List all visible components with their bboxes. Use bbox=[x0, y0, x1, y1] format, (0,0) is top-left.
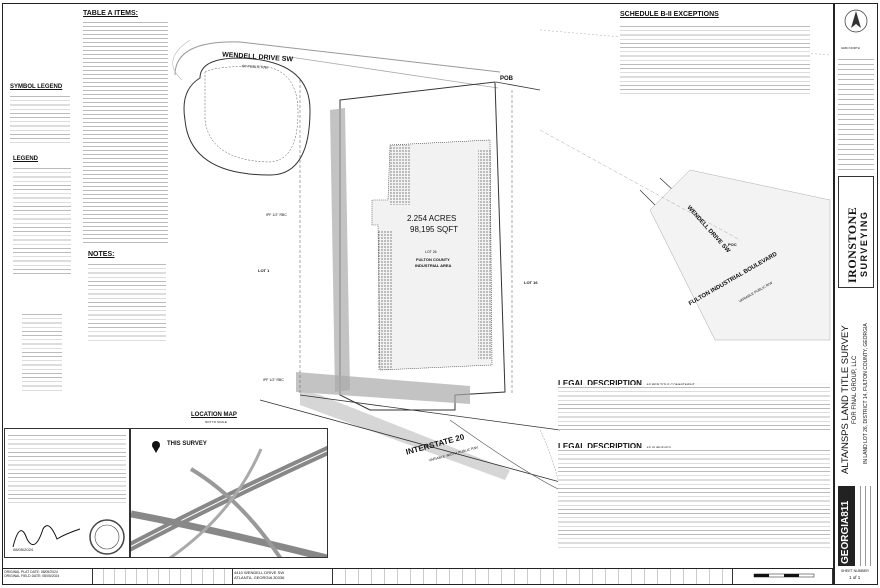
north-label: GRID NORTH bbox=[841, 46, 860, 50]
ipf-label-2: IPF 1/2" RBC bbox=[263, 378, 284, 382]
georgia811-logo: GEORGIA811 bbox=[840, 500, 851, 564]
georgia811-text bbox=[857, 486, 873, 566]
logo-box: IRONSTONE SURVEYING bbox=[838, 176, 874, 288]
legend-list bbox=[13, 166, 71, 276]
owner-line2: INDUSTRIAL AREA bbox=[415, 263, 452, 268]
legal-text-2 bbox=[558, 448, 830, 548]
legal-heading-1: LEGAL DESCRIPTION bbox=[558, 379, 642, 388]
symbol-legend-list bbox=[10, 94, 70, 146]
revision-table bbox=[838, 56, 874, 174]
scale-bar bbox=[753, 573, 815, 578]
legal-heading-2: LEGAL DESCRIPTION bbox=[558, 442, 642, 451]
bottom-title-strip: ORIGINAL PLAT DATE: 08/05/2024 ORIGINAL … bbox=[2, 568, 834, 585]
lot-right-label: LOT 16 bbox=[524, 280, 538, 285]
location-map-drawing bbox=[131, 441, 327, 557]
this-survey-label: THIS SURVEY bbox=[167, 441, 207, 447]
legend-title: LEGEND bbox=[13, 156, 39, 162]
sheet-label: SHEET NUMBER bbox=[841, 569, 869, 573]
poc-label: POC bbox=[728, 242, 737, 247]
sqft-label: 98,195 SQFT bbox=[410, 225, 459, 234]
pob-label: POB bbox=[500, 76, 514, 82]
job-info-cell bbox=[93, 569, 233, 584]
location-map-subtitle: NOT TO SCALE bbox=[205, 420, 227, 424]
lot-label: LOT 26 bbox=[425, 250, 437, 254]
scale-cell bbox=[733, 569, 833, 584]
address-line2: ATLANTA, GEORGIA 30336 bbox=[234, 575, 285, 580]
notes-title: NOTES: bbox=[88, 251, 115, 258]
survey-location: IN LAND LOT 26, DISTRICT 14, FULTON COUN… bbox=[863, 323, 869, 464]
signature-image bbox=[12, 519, 125, 555]
georgia811-box: GEORGIA811 bbox=[838, 486, 855, 566]
plat-date-label: ORIGINAL PLAT DATE: bbox=[4, 570, 40, 574]
acres-label: 2.254 ACRES bbox=[407, 214, 457, 223]
lot-left-label: LOT 1 bbox=[258, 268, 270, 273]
schedule-list bbox=[620, 24, 810, 94]
certification-box: 08/05/2024 bbox=[4, 428, 130, 558]
company-logo-line1: IRONSTONE bbox=[845, 206, 859, 283]
company-logo-line2: SURVEYING bbox=[859, 210, 869, 277]
ipf-label-1: IPF 1/2" RBC bbox=[266, 213, 287, 217]
address-cell: 4410 WENDELL DRIVE SW ATLANTA, GEORGIA 3… bbox=[233, 569, 333, 584]
field-date: 08/05/2024 bbox=[42, 574, 60, 578]
north-arrow-icon bbox=[844, 9, 868, 33]
sheet-number: 1 of 1 bbox=[849, 575, 861, 580]
symbol-legend-title: SYMBOL LEGEND bbox=[10, 84, 63, 90]
address-line1: 4410 WENDELL DRIVE SW bbox=[234, 570, 285, 575]
survey-for: FOR FINAL GROUP, LLC bbox=[852, 355, 858, 424]
survey-title: ALTA/NSPS LAND TITLE SURVEY bbox=[840, 325, 851, 474]
table-a-title: TABLE A ITEMS: bbox=[83, 10, 138, 17]
location-map-title: LOCATION MAP bbox=[191, 412, 237, 418]
dates-cell: ORIGINAL PLAT DATE: 08/05/2024 ORIGINAL … bbox=[3, 569, 93, 584]
title-block: GRID NORTH IRONSTONE SURVEYING ALTA/NSPS… bbox=[834, 3, 878, 585]
field-date-label: ORIGINAL FIELD DATE: bbox=[4, 574, 42, 578]
location-map: THIS SURVEY bbox=[130, 428, 328, 558]
coordinate-table bbox=[22, 312, 62, 392]
owner-line1: FULTON COUNTY bbox=[416, 257, 450, 262]
legal-text-1 bbox=[558, 385, 830, 430]
plat-date: 08/05/2024 bbox=[40, 570, 58, 574]
revision-cell bbox=[333, 569, 733, 584]
signature-date: 08/05/2024 bbox=[13, 547, 34, 552]
schedule-title: SCHEDULE B-II EXCEPTIONS bbox=[620, 11, 719, 18]
table-a-list bbox=[83, 20, 168, 245]
notes-list bbox=[88, 262, 166, 342]
